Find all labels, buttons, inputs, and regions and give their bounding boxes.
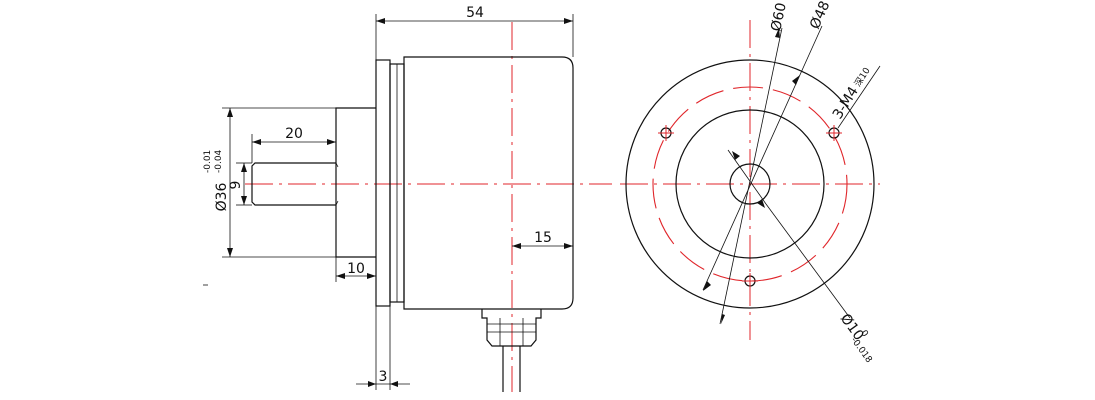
boss-chamfer [335, 162, 339, 206]
body-outline [403, 56, 574, 310]
dim-bore-group: Ø10 0 -0.018 [837, 311, 874, 366]
shaft-circle [729, 163, 771, 205]
dim-bore-leader-b [765, 203, 851, 319]
flange-plate [375, 59, 391, 307]
dim-flange-thickness: 3 [379, 369, 388, 385]
dim-bore-leader-a [727, 149, 767, 205]
dim-hole-depth: 深10 [853, 65, 873, 88]
shaft-outline [251, 162, 336, 206]
front-view: Ø60 Ø48 3-M4 深10 Ø10 0 -0.018 [620, 0, 881, 366]
dim-overall-length: 54 [466, 5, 484, 21]
dim-boss-length: 10 [347, 261, 365, 277]
dim-boss-dia: Ø36 [214, 182, 230, 211]
boss-circle [675, 109, 825, 259]
dim-shaft-length: 20 [285, 126, 303, 142]
outer-circle [625, 59, 875, 309]
dim-10-arrows [336, 273, 376, 279]
dim-bore-tol-lower: -0.018 [848, 336, 873, 366]
hole-crosses [658, 125, 842, 289]
dim-48-leader [702, 25, 823, 291]
dim-bore-arrows [732, 151, 765, 208]
dim-pitch-dia: Ø48 [807, 0, 833, 32]
dim-cable-offset: 15 [534, 230, 552, 246]
dim-bore-tol-upper: 0 [858, 329, 870, 340]
dim-holes: 3-M4 [830, 84, 862, 122]
dim-boss-dia-group: Ø36 -0.01 -0.04 [203, 149, 230, 211]
pitch-circle [652, 86, 848, 282]
side-view: 54 20 9 Ø36 -0.01 -0.04 10 15 [203, 5, 612, 392]
cable-gland [481, 309, 542, 347]
dim-m4-leader [837, 65, 881, 129]
dim-outer-dia: Ø60 [768, 1, 790, 33]
dim-shaft-dia: 9 [228, 181, 244, 190]
dim-20-arrows [252, 139, 336, 145]
dim-9-arrows [241, 163, 247, 205]
boss-outline [335, 107, 376, 258]
dim-3-arrows [368, 381, 398, 387]
dim-boss-tol-lower: -0.04 [214, 149, 224, 173]
dim-boss-tol-upper: -0.01 [203, 150, 213, 173]
dim-60-leader [719, 27, 783, 325]
